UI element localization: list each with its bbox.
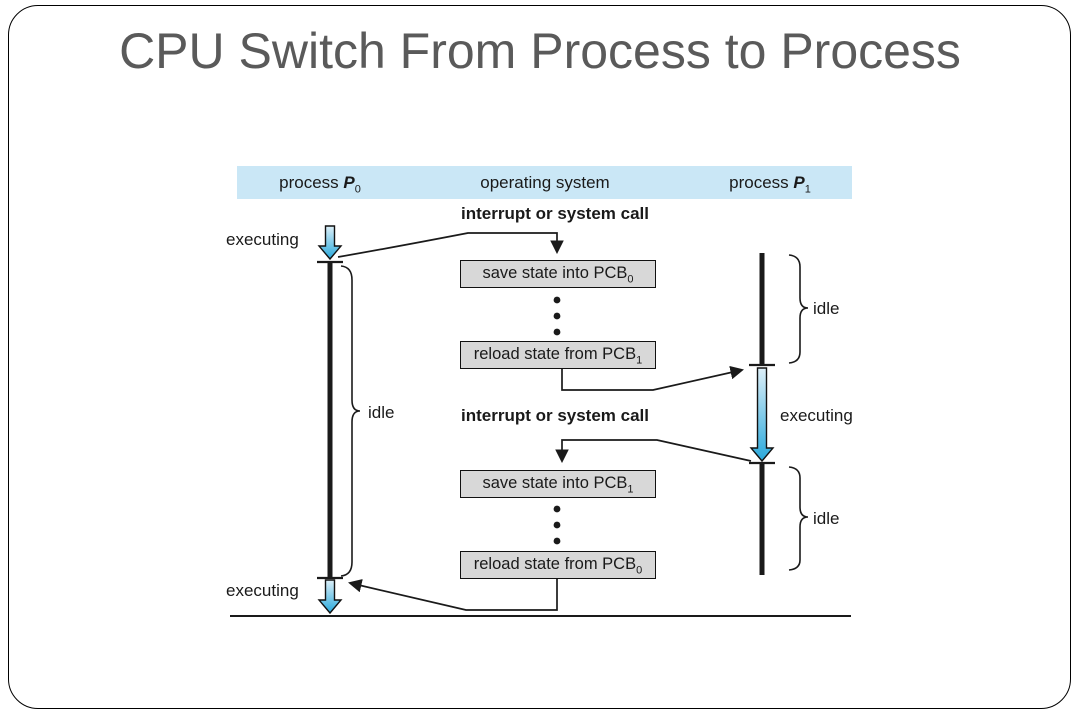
idle-label-p1-bottom: idle: [813, 509, 840, 528]
executing-label-p1: executing: [780, 406, 853, 425]
process-p1-text: process: [729, 173, 794, 192]
ellipsis-dots: [553, 505, 561, 545]
connector-arrow-reload0-to-p0: [348, 578, 558, 611]
idle-label-p1-top: idle: [813, 299, 840, 318]
box-reload-state-pcb1: reload state from PCB1: [460, 341, 656, 369]
process-p1-var: P: [793, 173, 805, 192]
connector-arrow-p1-to-save1: [555, 439, 752, 464]
interrupt-label-top: interrupt or system call: [460, 204, 649, 223]
header-label-operating-system: operating system: [480, 173, 610, 192]
process-p0-var: P: [343, 173, 355, 192]
box-text: reload state from PCB: [473, 555, 637, 573]
box-reload-state-pcb0: reload state from PCB0: [460, 551, 656, 579]
box-text: save state into PCB: [482, 264, 628, 282]
executing-label-p0-top: executing: [226, 230, 299, 249]
idle-brace-p1-bottom: [788, 466, 809, 571]
box-sub: 0: [636, 564, 643, 577]
interrupt-label-middle: interrupt or system call: [460, 406, 649, 425]
executing-label-p0-bottom: executing: [226, 581, 299, 600]
diagram-header-bar: [237, 166, 852, 199]
executing-arrow-icon: [317, 579, 343, 615]
box-sub: 0: [627, 273, 634, 286]
box-save-state-pcb1: save state into PCB1: [460, 470, 656, 498]
box-sub: 1: [636, 354, 643, 367]
process-p0-sub: 0: [354, 183, 361, 196]
timeline-p1: [749, 253, 775, 575]
box-text: save state into PCB: [482, 474, 628, 492]
header-label-process-p0: process P0: [240, 173, 400, 196]
process-p1-sub: 1: [804, 183, 811, 196]
box-text: reload state from PCB: [473, 345, 637, 363]
idle-brace-p0: [340, 265, 361, 577]
box-sub: 1: [627, 483, 634, 496]
slide-title: CPU Switch From Process to Process: [119, 23, 961, 79]
ellipsis-dots: [553, 296, 561, 336]
connector-arrow-p0-to-save0: [337, 232, 564, 258]
executing-arrow-icon: [749, 367, 775, 463]
header-label-process-p1: process P1: [690, 173, 850, 196]
idle-brace-p1-top: [788, 254, 809, 364]
box-save-state-pcb0: save state into PCB0: [460, 260, 656, 288]
timeline-p0: [317, 225, 343, 615]
process-p0-text: process: [279, 173, 344, 192]
connector-arrow-reload1-to-p1: [561, 365, 744, 391]
idle-label-p0: idle: [368, 403, 395, 422]
slide-border: [8, 5, 1071, 709]
executing-arrow-icon: [317, 225, 343, 261]
